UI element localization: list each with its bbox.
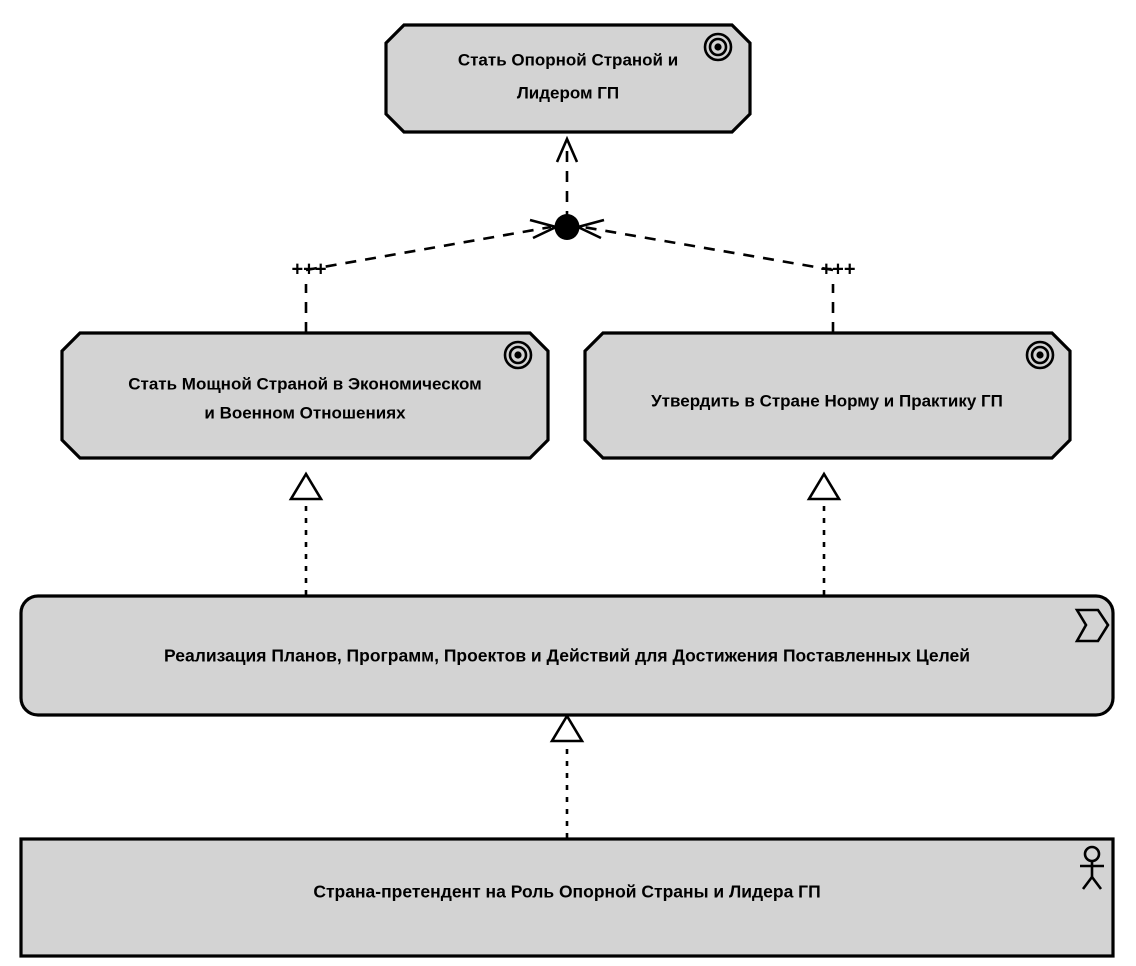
realization-actor-triangle: [549, 713, 585, 743]
goal-target-icon: [703, 32, 733, 62]
relationship-realization-process-to-left-goal[interactable]: [288, 471, 324, 595]
right-goal-label-line1: Утвердить в Стране Норму и Практику ГП: [651, 391, 1003, 410]
process-shape: [19, 594, 1115, 717]
process-arrow-icon: [1074, 608, 1110, 643]
right-goal-shape: [583, 331, 1072, 460]
relationship-influence-left[interactable]: +++: [291, 218, 560, 333]
actor-stick-figure-icon: [1080, 845, 1104, 890]
actor-label: Страна-претендент на Роль Опорной Страны…: [313, 882, 820, 902]
left-goal-label-line2: и Военном Отношениях: [204, 403, 406, 422]
node-right-goal[interactable]: Утвердить в Стране Норму и Практику ГП: [583, 331, 1072, 460]
and-junction-node[interactable]: [554, 214, 580, 240]
top-goal-label-line1: Стать Опорной Страной и: [458, 50, 678, 69]
node-left-goal[interactable]: Стать Мощной Страной в Экономическом и В…: [60, 331, 550, 460]
relationship-junction-to-top-goal[interactable]: [555, 135, 579, 222]
junction-to-top-goal-arrowhead: [555, 135, 579, 163]
relationship-realization-process-to-right-goal[interactable]: [806, 471, 842, 595]
top-goal-label-line2: Лидером ГП: [517, 83, 619, 102]
relationship-influence-right[interactable]: +++: [574, 218, 856, 333]
influence-right-strength-label: +++: [820, 258, 855, 280]
goal-target-icon: [1025, 340, 1055, 370]
node-business-process[interactable]: Реализация Планов, Программ, Проектов и …: [19, 594, 1115, 717]
realization-left-triangle: [288, 471, 324, 501]
realization-right-triangle: [806, 471, 842, 501]
top-goal-shape: [384, 23, 752, 134]
process-label: Реализация Планов, Программ, Проектов и …: [164, 646, 970, 666]
actor-shape: [19, 837, 1115, 958]
influence-left-strength-label: +++: [291, 258, 326, 280]
relationship-realization-actor-to-process[interactable]: [549, 713, 585, 838]
goal-target-icon: [503, 340, 533, 370]
node-business-actor[interactable]: Страна-претендент на Роль Опорной Страны…: [19, 837, 1115, 958]
influence-right-diagonal-segment: [582, 225, 834, 272]
node-top-goal[interactable]: Стать Опорной Страной и Лидером ГП: [384, 23, 752, 134]
left-goal-shape: [60, 331, 550, 460]
influence-left-diagonal-segment: [305, 225, 552, 272]
left-goal-label-line1: Стать Мощной Страной в Экономическом: [128, 374, 482, 393]
